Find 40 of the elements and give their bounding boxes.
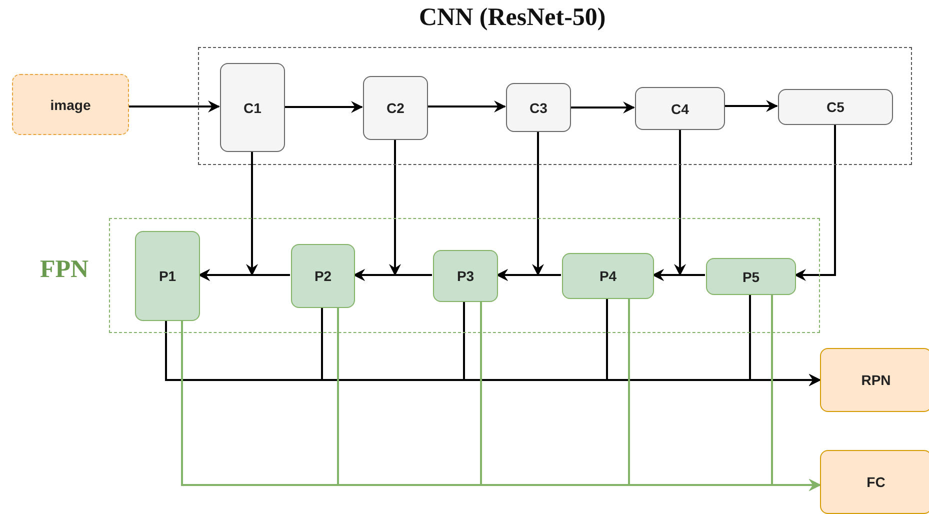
layer-box [363, 76, 428, 140]
group-title: CNN (ResNet-50) [419, 4, 606, 32]
box-label: FC [866, 474, 886, 490]
arrow [354, 139, 401, 281]
output-box [820, 348, 929, 412]
box-label: C3 [530, 100, 548, 116]
box-label: P1 [158, 268, 176, 284]
arrow [497, 131, 544, 281]
arrow [749, 294, 821, 386]
box-label: P5 [742, 268, 760, 284]
feature-box [706, 258, 796, 295]
layer-box [506, 83, 571, 132]
arrow [771, 294, 821, 491]
box-label: C4 [671, 100, 689, 116]
arrow [653, 129, 686, 281]
layer-box [635, 87, 725, 130]
arrow [284, 101, 363, 113]
box-label: P3 [456, 268, 474, 284]
arrow [794, 124, 836, 281]
layer-box [220, 63, 285, 152]
box-label: P4 [599, 268, 617, 284]
feature-box [135, 231, 200, 321]
box-label: RPN [861, 372, 891, 388]
arrow [129, 100, 220, 112]
arrow [427, 100, 506, 112]
arrow [199, 151, 258, 281]
box-label: P2 [314, 268, 332, 284]
output-box [820, 450, 929, 514]
group-title: FPN [40, 256, 89, 284]
input-box [12, 74, 129, 135]
layer-box [778, 89, 893, 125]
box-label: image [50, 96, 91, 112]
feature-box [291, 244, 355, 308]
arrow [724, 100, 778, 112]
box-label: C5 [826, 99, 844, 115]
box-label: C1 [244, 100, 262, 116]
box-label: C2 [386, 100, 404, 116]
arrow [570, 102, 635, 114]
feature-box [562, 253, 654, 299]
feature-box [433, 250, 498, 302]
